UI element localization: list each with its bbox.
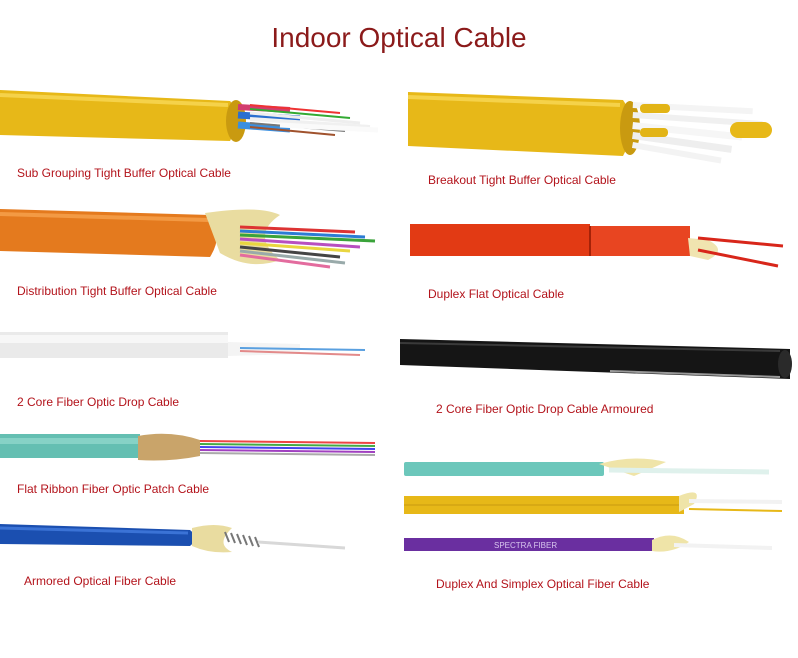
cable-caption: Flat Ribbon Fiber Optic Patch Cable — [17, 482, 210, 496]
aqua-ribbon-cable-icon — [0, 433, 376, 461]
page-title: Indoor Optical Cable — [271, 22, 527, 53]
cable-caption: Armored Optical Fiber Cable — [24, 574, 177, 588]
cable-caption: Duplex And Simplex Optical Fiber Cable — [436, 577, 650, 591]
blue-armored-cable-icon — [0, 524, 346, 553]
cable-caption: Breakout Tight Buffer Optical Cable — [428, 173, 616, 187]
yellow-round-cable-with-subunits-icon — [0, 90, 379, 142]
yellow-breakout-cable-icon — [407, 92, 772, 164]
cable-caption: 2 Core Fiber Optic Drop Cable Armoured — [436, 402, 654, 416]
white-drop-cable-icon — [0, 332, 366, 358]
red-duplex-flat-cable-icon — [410, 224, 784, 268]
cable-caption: Duplex Flat Optical Cable — [428, 287, 565, 301]
black-armoured-drop-cable-icon — [399, 339, 792, 379]
cable-caption: Distribution Tight Buffer Optical Cable — [17, 284, 217, 298]
orange-distribution-cable-icon — [0, 209, 376, 269]
cable-caption: Sub Grouping Tight Buffer Optical Cable — [17, 166, 231, 180]
cable-caption: 2 Core Fiber Optic Drop Cable — [17, 395, 180, 409]
duplex-simplex-cable-set-icon: SPECTRA FIBER — [404, 458, 783, 552]
purple-cable-print: SPECTRA FIBER — [494, 541, 557, 550]
